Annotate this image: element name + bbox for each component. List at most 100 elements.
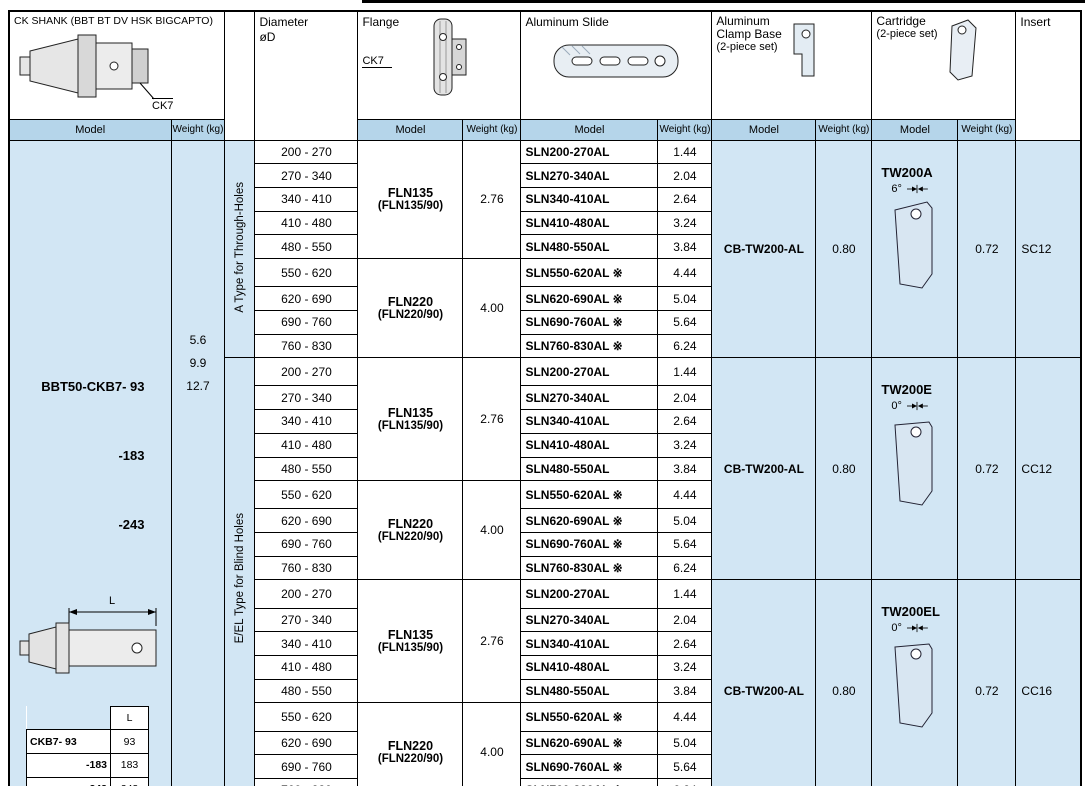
diameter-cell: 690 - 760 [254,532,359,557]
spacer-header [224,10,256,141]
slide-model-cell: SLN550-620AL ※ [520,257,659,288]
table-row: 550 - 620 FLN220 (FLN220/90) 4.00 SLN550… [9,257,1081,359]
slide-weight-cell: 6.24 [657,778,713,786]
table-row: 760 - 830 SLN760-830AL ※ 6.24 [9,778,1081,786]
flange-weight-cell: 2.76 [462,357,522,482]
slide-weight-cell: 5.64 [657,309,713,335]
slide-model-cell: SLN550-620AL ※ [520,702,659,732]
cartridge-subtitle: (2-piece set) [876,28,938,40]
slide-model-cell: SLN550-620AL ※ [520,480,659,510]
cartridge-blade-drawing [894,200,933,289]
cartridge-angle: 0° [891,622,955,634]
flange-weight-cell: 4.00 [462,257,522,359]
weight-column-label: Weight (kg) [170,118,226,141]
slide-weight-cell: 4.44 [657,257,713,288]
slide-weight-cell: 2.64 [657,409,713,434]
diameter-cell: 200 - 270 [254,139,359,165]
table-row: 200 - 270 FLN135 (FLN135/90) 2.76 SLN200… [9,579,1082,786]
slide-weight-cell: 3.24 [657,432,713,458]
slide-weight-cell: 2.04 [657,163,713,188]
slide-model-cell: SLN340-410AL [520,631,659,657]
model-column-label: Model [8,118,172,141]
shank-weight-list: 5.6 9.9 12.7 [172,329,224,398]
slide-model-cell: SLN480-550AL [520,678,659,704]
angle-dimension-icon [906,184,928,193]
slide-model-cell: SLN200-270AL [520,579,659,609]
clamp-title: Aluminum Clamp Base [716,14,782,41]
slide-model-cell: SLN270-340AL [520,607,659,633]
angle-dimension-icon [906,402,928,411]
slide-weight-cell: 4.44 [657,480,713,510]
table-row: 690 - 760 SLN690-760AL ※ 5.64 [9,309,1081,335]
slide-model-cell: SLN620-690AL ※ [520,286,659,311]
table-row: BBT50-CKB7- 93 -183 -243 L [8,139,1082,786]
slide-model-cell: SLN690-760AL ※ [520,532,659,557]
length-table-row: -243 243 [26,776,149,786]
length-table-blank [26,706,111,730]
table-row: 480 - 550 SLN480-550AL 3.84 [9,456,1081,482]
slide-header: Aluminum Slide [520,10,713,120]
length-table-header-row: L [26,705,149,731]
diameter-cell: 760 - 830 [254,333,359,359]
slide-weight-cell: 2.64 [657,631,713,657]
flange-drawing-icon [433,18,467,96]
slide-weight-cell: 1.44 [657,139,713,165]
cartridge-cell: TW200E 0° [871,357,959,581]
dimension-label: L [109,595,115,607]
shank-model-cell: BBT50-CKB7- 93 -183 -243 L [8,139,172,786]
slide-weight-cell: 2.04 [657,607,713,633]
slide-weight-cell: 3.84 [657,234,713,259]
diameter-cell: 760 - 830 [254,555,359,581]
flange-title: Flange [362,15,400,29]
product-table: CK SHANK (BBT BT DV HSK BIGCAPTO) CK7 Di… [8,10,1082,786]
cartridge-model: TW200A [881,164,933,180]
table-row: 480 - 550 SLN480-550AL 3.84 [9,234,1081,259]
diameter-cell: 410 - 480 [254,655,359,680]
model-column-label: Model [357,118,464,141]
table-row: 550 - 620 FLN220 (FLN220/90) 4.00 SLN550… [9,702,1081,786]
table-row: 270 - 340 SLN270-340AL 2.04 [9,385,1081,411]
slide-model-cell: SLN690-760AL ※ [520,309,659,335]
table-row: 340 - 410 SLN340-410AL 2.64 [9,631,1081,657]
diameter-cell: 550 - 620 [254,702,359,732]
diameter-title-line2: øD [259,30,276,44]
flange-weight-cell: 4.00 [462,702,522,786]
table-row: 410 - 480 SLN410-480AL 3.24 [9,210,1081,236]
length-table-value: 93 [110,729,149,754]
cartridge-weight-cell: 0.72 [957,579,1017,786]
shank-weight-cell: 5.6 9.9 12.7 [170,139,226,786]
slide-model-cell: SLN340-410AL [520,186,659,212]
diameter-cell: 620 - 690 [254,730,359,756]
slide-weight-cell: 6.24 [657,333,713,359]
table-row: 550 - 620 FLN220 (FLN220/90) 4.00 SLN550… [9,480,1081,581]
slide-weight-cell: 3.84 [657,678,713,704]
model-column-label: Model [871,118,959,141]
length-table-model: CKB7- 93 [26,729,111,754]
cartridge-title: Cartridge [876,14,926,28]
table-row: 620 - 690 SLN620-690AL ※ 5.04 [9,286,1081,311]
cartridge-cell: TW200A 6° [871,139,959,359]
flange-weight-cell: 2.76 [462,139,522,259]
slide-model-cell: SLN270-340AL [520,385,659,411]
type-label-blind-holes: E/EL Type for Blind Holes [224,357,256,786]
shank-model: -243 [118,516,145,532]
diameter-cell: 340 - 410 [254,409,359,434]
diameter-title-line1: Diameter [259,15,309,29]
cartridge-weight-cell: 0.72 [957,357,1017,581]
slide-weight-cell: 1.44 [657,357,713,387]
length-table-header: L [110,705,149,731]
table-row: 340 - 410 SLN340-410AL 2.64 [9,186,1081,212]
diameter-cell: 620 - 690 [254,508,359,534]
flange-header: Flange CK7 [357,10,522,120]
slide-model-cell: SLN480-550AL [520,234,659,259]
clamp-drawing-icon [793,23,815,77]
cartridge-angle: 0° [891,400,955,412]
slide-model-cell: SLN690-760AL ※ [520,754,659,780]
slide-weight-cell: 2.64 [657,186,713,212]
table-row: 340 - 410 SLN340-410AL 2.64 [9,409,1081,434]
slide-weight-cell: 5.64 [657,532,713,557]
diameter-cell: 410 - 480 [254,210,359,236]
flange-model-cell: FLN220 (FLN220/90) [357,480,464,581]
slide-model-cell: SLN200-270AL [520,357,659,387]
shank-title: CK SHANK (BBT BT DV HSK BIGCAPTO) [14,15,213,27]
